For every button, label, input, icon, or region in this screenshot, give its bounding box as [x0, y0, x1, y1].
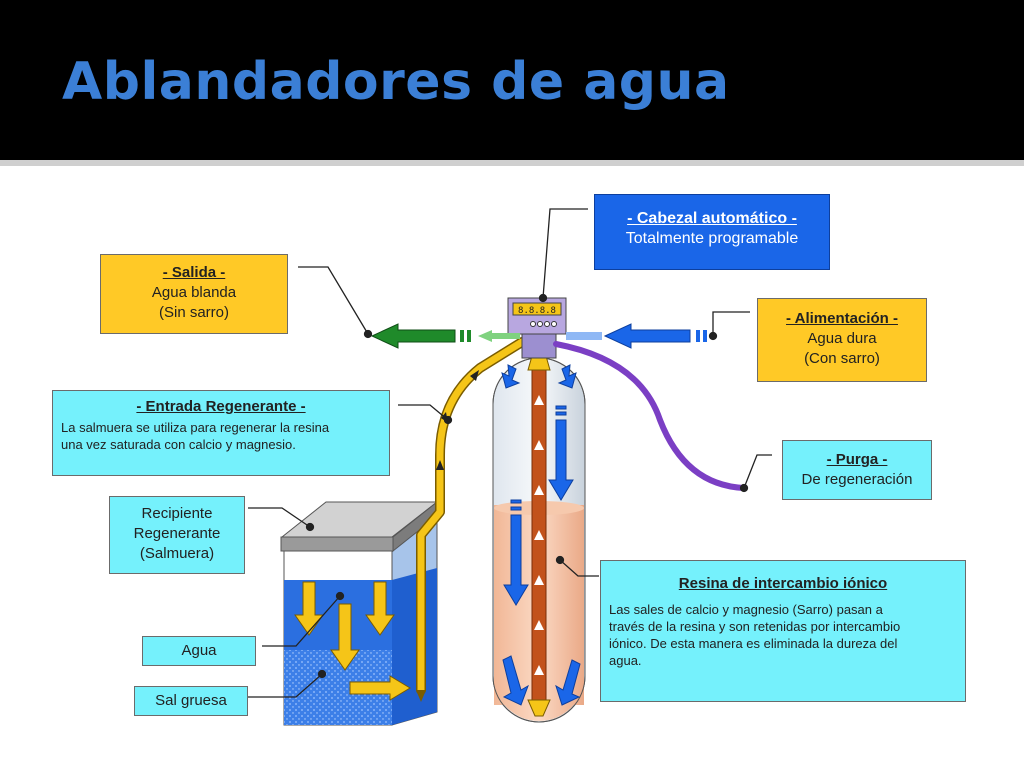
label-entrada-regenerante: - Entrada Regenerante - La salmuera se u…: [52, 390, 390, 476]
label-entrada-line1: La salmuera se utiliza para regenerar la…: [61, 420, 330, 435]
label-alimentacion: - Alimentación - Agua dura (Con sarro): [757, 298, 927, 382]
label-resina-line4: agua.: [609, 653, 642, 668]
label-resina-line3: iónico. De esta manera es eliminada la d…: [609, 636, 898, 651]
label-recipiente-regenerante: Recipiente Regenerante (Salmuera): [109, 496, 245, 574]
label-sal-text: Sal gruesa: [155, 692, 227, 709]
label-purga-heading: - Purga -: [826, 451, 888, 468]
label-entrada-heading: - Entrada Regenerante -: [136, 398, 306, 415]
up-flow-markers: [534, 395, 544, 675]
label-recipiente-line3: (Salmuera): [139, 545, 215, 562]
label-alimentacion-line2: (Con sarro): [804, 350, 880, 367]
label-cabezal-body: Totalmente programable: [625, 230, 799, 247]
label-resina-intercambio-ionico: Resina de intercambio iónico Las sales d…: [600, 560, 966, 702]
label-recipiente-line1: Recipiente: [141, 505, 213, 522]
brine-container: [280, 500, 439, 726]
control-head: 8.8.8.8: [507, 297, 567, 359]
title-divider: [0, 160, 1024, 166]
hard-water-inlet-pipe: [566, 323, 707, 349]
label-sal-gruesa: Sal gruesa: [134, 686, 248, 716]
brine-flow-arrows: [294, 581, 411, 701]
title-bar: [0, 0, 1024, 160]
soft-water-outlet-pipe: [370, 323, 520, 349]
label-resina-heading: Resina de intercambio iónico: [678, 575, 888, 592]
label-cabezal-heading: - Cabezal automático -: [627, 210, 797, 227]
label-cabezal-automatico: - Cabezal automático - Totalmente progra…: [594, 194, 830, 270]
label-salida-heading: - Salida -: [162, 264, 226, 281]
page-title: Ablandadores de agua: [62, 52, 730, 112]
brine-pipe: [416, 337, 527, 702]
label-salida: - Salida - Agua blanda (Sin sarro): [100, 254, 288, 334]
label-alimentacion-line1: Agua dura: [807, 330, 877, 347]
label-resina-line2: través de la resina y son retenidas por …: [609, 619, 901, 634]
label-purga: - Purga - De regeneración: [782, 440, 932, 500]
label-alimentacion-heading: - Alimentación -: [786, 310, 898, 327]
display-readout: 8.8.8.8: [518, 306, 556, 316]
down-flow-arrows: [501, 364, 581, 706]
label-agua-text: Agua: [181, 642, 217, 659]
purge-line: [553, 341, 747, 491]
label-agua: Agua: [142, 636, 256, 666]
label-salida-line2: (Sin sarro): [158, 304, 229, 321]
callout-leaders: [248, 208, 772, 698]
label-resina-line1: Las sales de calcio y magnesio (Sarro) p…: [609, 602, 883, 617]
label-entrada-line2: una vez saturada con calcio y magnesio.: [61, 437, 296, 452]
label-recipiente-line2: Regenerante: [133, 525, 221, 542]
label-salida-line1: Agua blanda: [151, 284, 237, 301]
label-purga-body: De regeneración: [801, 471, 913, 488]
